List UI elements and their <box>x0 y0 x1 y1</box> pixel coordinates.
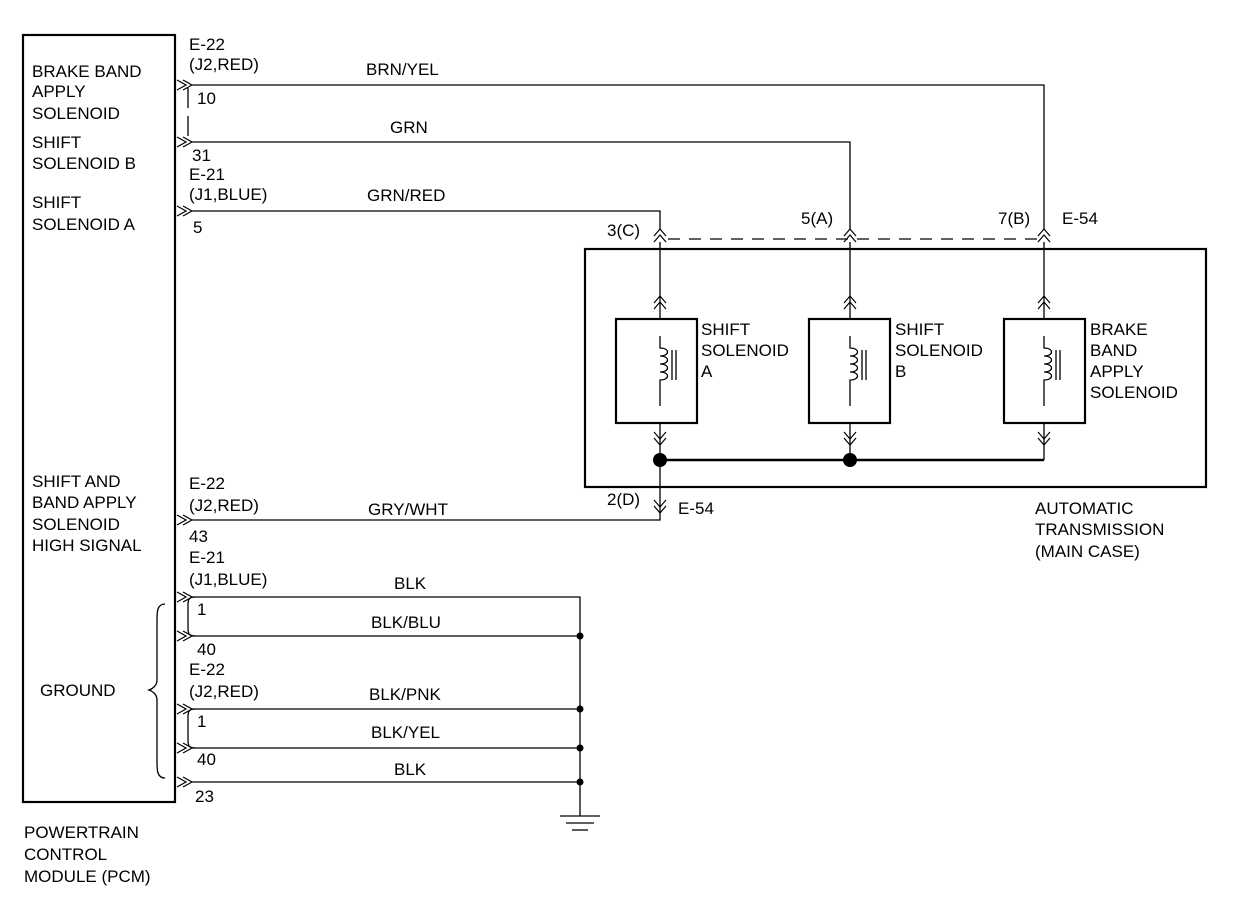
wire-label-grn: GRN <box>390 118 428 137</box>
svg-text:BAND: BAND <box>1090 341 1137 360</box>
connector-e54-top-label: E-54 <box>1062 209 1098 228</box>
wire-blk-1 <box>192 596 581 782</box>
shift-solenoid-a-label: SHIFT SOLENOID A <box>32 193 136 234</box>
wire-grn-red <box>192 210 661 230</box>
transmission-label: AUTOMATIC TRANSMISSION (MAIN CASE) <box>1035 499 1164 561</box>
svg-text:SOLENOID: SOLENOID <box>1090 383 1178 402</box>
svg-text:(J2,RED): (J2,RED) <box>189 55 259 74</box>
connector-bracket-e21-ground <box>187 596 196 637</box>
svg-text:B: B <box>895 362 906 381</box>
wire-label-grn-red: GRN/RED <box>367 186 445 205</box>
svg-text:HIGH SIGNAL: HIGH SIGNAL <box>32 536 142 555</box>
svg-text:SOLENOID A: SOLENOID A <box>32 215 136 234</box>
svg-text:SOLENOID: SOLENOID <box>32 515 120 534</box>
svg-text:(J1,BLUE): (J1,BLUE) <box>189 570 267 589</box>
wire-label-brn-yel: BRN/YEL <box>366 60 439 79</box>
ground-label: GROUND <box>40 681 116 700</box>
wire-label-blk-yel: BLK/YEL <box>371 723 440 742</box>
shift-solenoid-b <box>807 317 892 425</box>
pin-1-e22: 1 <box>197 712 206 731</box>
svg-text:APPLY: APPLY <box>32 82 86 101</box>
svg-text:SHIFT: SHIFT <box>701 320 750 339</box>
wire-brn-yel <box>192 84 1045 230</box>
svg-text:BAND APPLY: BAND APPLY <box>32 493 137 512</box>
connector-e22-top: E-22 (J2,RED) <box>189 35 259 74</box>
svg-text:SOLENOID: SOLENOID <box>701 341 789 360</box>
svg-text:POWERTRAIN: POWERTRAIN <box>24 823 139 842</box>
pin-2d: 2(D) <box>607 490 640 509</box>
svg-text:E-22: E-22 <box>189 35 225 54</box>
pcm-label: POWERTRAIN CONTROL MODULE (PCM) <box>24 823 151 886</box>
connector-e21-ground: E-21 (J1,BLUE) <box>189 548 267 589</box>
connector-e21-top: E-21 (J1,BLUE) <box>189 165 267 204</box>
pin-5: 5 <box>193 218 202 237</box>
svg-text:APPLY: APPLY <box>1090 362 1144 381</box>
high-signal-label: SHIFT AND BAND APPLY SOLENOID HIGH SIGNA… <box>32 472 142 555</box>
pin-31: 31 <box>192 146 211 165</box>
shift-solenoid-b-text: SHIFT SOLENOID B <box>895 320 983 381</box>
brake-band-apply-solenoid-label: BRAKE BAND APPLY SOLENOID <box>32 62 142 123</box>
ground-brace <box>146 603 166 779</box>
svg-text:E-21: E-21 <box>189 548 225 567</box>
connector-bracket-e22-ground <box>187 708 196 749</box>
wire-label-gry-wht: GRY/WHT <box>368 500 448 519</box>
svg-text:(J1,BLUE): (J1,BLUE) <box>189 185 267 204</box>
transmission-case-box <box>583 247 1208 489</box>
pin-3c: 3(C) <box>607 221 640 240</box>
svg-text:E-22: E-22 <box>189 474 225 493</box>
pin-1-e21: 1 <box>197 600 206 619</box>
svg-text:SOLENOID: SOLENOID <box>32 104 120 123</box>
svg-text:(MAIN CASE): (MAIN CASE) <box>1035 542 1140 561</box>
e54-top-pin-markers <box>653 228 1051 243</box>
pin-40-e22: 40 <box>197 750 216 769</box>
pin-43: 43 <box>189 527 208 546</box>
svg-text:CONTROL: CONTROL <box>24 845 107 864</box>
pin-7b: 7(B) <box>998 209 1030 228</box>
shift-solenoid-a-text: SHIFT SOLENOID A <box>701 320 789 381</box>
brake-band-apply-solenoid <box>1002 317 1087 425</box>
svg-text:SHIFT: SHIFT <box>32 133 81 152</box>
shift-solenoid-a <box>614 317 699 425</box>
pin-5a: 5(A) <box>801 209 833 228</box>
pin-10: 10 <box>197 89 216 108</box>
svg-text:SHIFT AND: SHIFT AND <box>32 472 120 491</box>
connector-e54-bottom-label: E-54 <box>678 499 714 518</box>
svg-text:E-22: E-22 <box>189 660 225 679</box>
svg-text:A: A <box>701 362 713 381</box>
solenoid-pin-markers <box>653 295 1051 446</box>
wire-label-blk-blu: BLK/BLU <box>371 613 441 632</box>
svg-text:TRANSMISSION: TRANSMISSION <box>1035 520 1164 539</box>
connector-e22-ground: E-22 (J2,RED) <box>189 660 259 701</box>
svg-text:SHIFT: SHIFT <box>895 320 944 339</box>
ground-symbol <box>560 782 600 831</box>
connector-e22-mid: E-22 (J2,RED) <box>189 474 259 515</box>
pin-40-e21: 40 <box>197 640 216 659</box>
e54-bottom-pin-marker <box>653 499 667 514</box>
wire-label-blk-pnk: BLK/PNK <box>369 685 441 704</box>
svg-text:SHIFT: SHIFT <box>32 193 81 212</box>
brake-band-apply-solenoid-text: BRAKE BAND APPLY SOLENOID <box>1090 320 1178 402</box>
svg-text:E-21: E-21 <box>189 165 225 184</box>
pin-23: 23 <box>195 787 214 806</box>
svg-text:SOLENOID: SOLENOID <box>895 341 983 360</box>
svg-text:MODULE (PCM): MODULE (PCM) <box>24 867 151 886</box>
wire-grn <box>192 141 851 230</box>
transmission-internal-wiring <box>653 242 1045 501</box>
svg-text:(J2,RED): (J2,RED) <box>189 496 259 515</box>
svg-text:BRAKE: BRAKE <box>1090 320 1148 339</box>
wire-label-blk-1: BLK <box>394 574 427 593</box>
svg-text:(J2,RED): (J2,RED) <box>189 682 259 701</box>
wire-label-blk-2: BLK <box>394 760 427 779</box>
svg-text:BRAKE BAND: BRAKE BAND <box>32 62 142 81</box>
shift-solenoid-b-label: SHIFT SOLENOID B <box>32 133 136 173</box>
pcm-box <box>21 33 177 804</box>
svg-text:AUTOMATIC: AUTOMATIC <box>1035 499 1134 518</box>
svg-text:SOLENOID B: SOLENOID B <box>32 154 136 173</box>
